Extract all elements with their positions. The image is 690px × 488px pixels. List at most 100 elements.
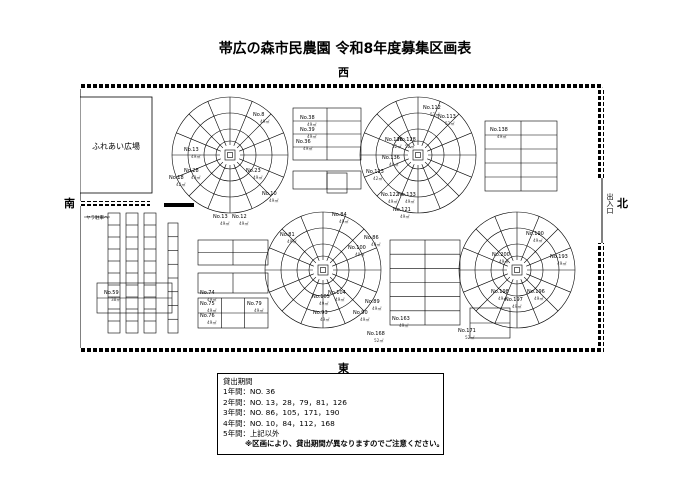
plot-number: No.13 <box>184 147 199 153</box>
plot-area: 49㎡ <box>220 220 230 226</box>
compass-east: 東 <box>338 362 349 375</box>
plot-number: No.113 <box>438 114 456 120</box>
plot-area: 49㎡ <box>269 197 279 203</box>
plaza-block <box>80 96 153 194</box>
plot-number: No.121 <box>393 207 411 213</box>
plot-number: No.133 <box>398 192 416 198</box>
plot-number: No.8 <box>253 112 264 118</box>
plot-area: 52㎡ <box>374 337 384 343</box>
plot-number: No.168 <box>367 331 385 337</box>
plot-area: 49㎡ <box>307 133 317 139</box>
plot-area: 49㎡ <box>372 305 382 311</box>
plot-area: 49㎡ <box>360 316 370 322</box>
plot-area: 49㎡ <box>335 296 345 302</box>
plot-number: No.18 <box>169 175 184 181</box>
plot-area: 49㎡ <box>239 220 249 226</box>
plot-area: 49㎡ <box>405 198 415 204</box>
plot-area: 49㎡ <box>254 307 264 313</box>
plot-number: No.171 <box>458 328 476 334</box>
plot-number: No.136 <box>382 155 400 161</box>
plot-area: 38㎡ <box>111 296 121 302</box>
plot-number: No.76 <box>200 313 215 319</box>
plot-area: 49㎡ <box>534 295 544 301</box>
plot-number: No.193 <box>550 254 568 260</box>
plot-number: No.36 <box>296 139 311 145</box>
plot-area: 42㎡ <box>373 175 383 181</box>
legend-row: 2年間：NO. 13，28，79，81，126 <box>223 397 347 407</box>
compass-west: 西 <box>338 66 349 79</box>
plot-number: No.79 <box>247 301 262 307</box>
plot-area: 49㎡ <box>399 322 409 328</box>
plot-area: 49㎡ <box>207 296 217 302</box>
plot-area: 49㎡ <box>499 258 509 264</box>
plot-area: 49㎡ <box>498 295 508 301</box>
plot-number: No.190 <box>526 231 544 237</box>
entrance-label: 出入口 <box>606 192 614 214</box>
plot-area: 52㎡ <box>392 143 402 149</box>
plot-area: 49㎡ <box>287 238 297 244</box>
plot-area: 49㎡ <box>320 316 330 322</box>
plot-number: No.74 <box>200 290 215 296</box>
plot-area: 49㎡ <box>307 121 317 127</box>
plot-area: 49㎡ <box>253 174 263 180</box>
plot-area: 52㎡ <box>430 111 440 117</box>
plot-number: No.75 <box>200 301 215 307</box>
plot-area: 49㎡ <box>557 260 567 266</box>
plot-number: No.84 <box>332 212 347 218</box>
legend-row: 3年間：NO. 86，105，171，190 <box>223 408 340 418</box>
fence-left-segment <box>80 201 150 206</box>
legend-row: 1年間：NO. 36 <box>223 387 276 397</box>
plot-number: No.10 <box>262 191 277 197</box>
legend-row: 4年間：NO. 10，84，112，168 <box>223 418 335 428</box>
plot-number: No.100 <box>348 245 366 251</box>
plot-area: 52㎡ <box>405 143 415 149</box>
parking-label: ヤラ駐車へ <box>86 214 109 221</box>
compass-south: 南 <box>64 197 75 210</box>
plot-number: No.93 <box>313 310 328 316</box>
plot-area: 49㎡ <box>533 237 543 243</box>
plot-area: 42㎡ <box>176 181 186 187</box>
plot-area: 49㎡ <box>371 241 381 247</box>
plot-area: 49㎡ <box>355 251 365 257</box>
legend-row: 5年間：上記以外 <box>223 429 280 439</box>
plot-number: No.138 <box>490 127 508 133</box>
plot-number: No.28 <box>184 168 199 174</box>
plot-number: No.38 <box>300 115 315 121</box>
plot-area: 49㎡ <box>191 174 201 180</box>
plot-area: 49㎡ <box>303 145 313 151</box>
page-title: 帯広の森市民農園 令和8年度募集区画表 <box>218 41 472 57</box>
plot-number: No.81 <box>280 232 295 238</box>
plot-number: No.86 <box>364 235 379 241</box>
plot-area: 49㎡ <box>260 118 270 124</box>
